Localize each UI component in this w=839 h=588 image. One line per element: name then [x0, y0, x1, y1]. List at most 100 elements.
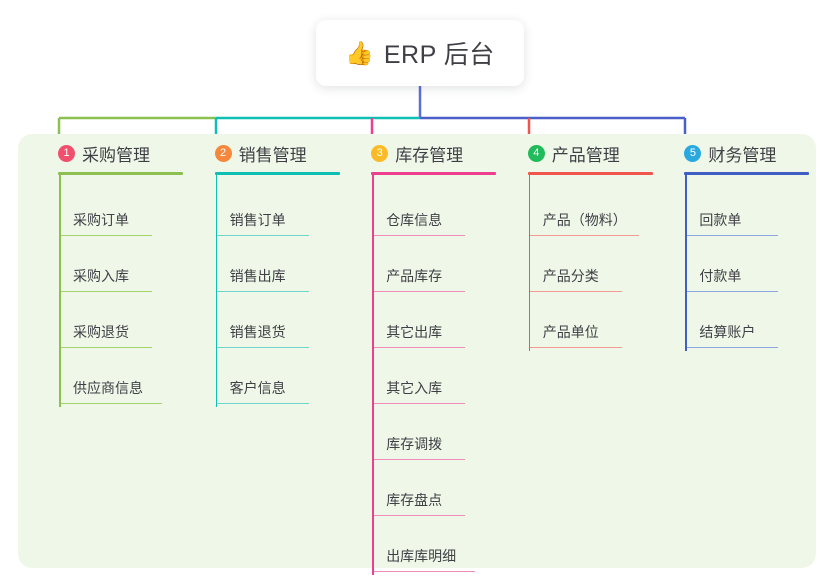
branch-item-underline	[372, 346, 466, 348]
branch-header-3[interactable]: 3 库存管理	[353, 134, 503, 172]
branch-spine	[372, 175, 374, 575]
branch-header-underline	[371, 172, 497, 175]
branch-item[interactable]: 采购入库	[40, 240, 190, 296]
branch-item[interactable]: 销售退货	[197, 296, 347, 352]
branch-columns: 1 采购管理采购订单采购入库采购退货供应商信息 2 销售管理销售订单销售出库销售退货客…	[18, 134, 816, 575]
page-title: ERP 后台	[383, 41, 495, 69]
branch-item-underline	[59, 234, 152, 236]
branch-item-underline	[59, 290, 152, 292]
branch-item[interactable]: 结算账户	[666, 296, 816, 352]
branch-item-list: 产品（物料） 产品分类产品单位	[510, 172, 660, 352]
branch-title: 产品管理	[551, 145, 620, 165]
branch-item[interactable]: 库存盘点	[353, 464, 503, 520]
branch-item-label: 产品单位	[542, 324, 599, 340]
branch-item[interactable]: 其它出库	[353, 296, 503, 352]
branch-item[interactable]: 客户信息	[197, 352, 347, 408]
branch-column-5: 5 财务管理回款单付款单结算账户	[666, 134, 816, 568]
branch-item-label: 库存调拨	[386, 436, 443, 452]
branch-item-label: 付款单	[699, 268, 742, 284]
branch-item-list: 仓库信息产品库存其它出库其它入库库存调拨库存盘点出库库明细	[353, 172, 503, 576]
branch-item[interactable]: 其它入库	[353, 352, 503, 408]
branch-item[interactable]: 采购退货	[40, 296, 190, 352]
branch-item[interactable]: 产品库存	[353, 240, 503, 296]
branch-item-underline	[685, 346, 779, 348]
branch-item-underline	[59, 402, 162, 404]
branch-item-underline	[372, 234, 466, 236]
branch-item[interactable]: 产品（物料）	[510, 184, 660, 240]
branch-item[interactable]: 采购订单	[40, 184, 190, 240]
branch-item-underline	[528, 346, 622, 348]
branch-header-2[interactable]: 2 销售管理	[197, 134, 347, 172]
branch-item[interactable]: 回款单	[666, 184, 816, 240]
branch-title: 销售管理	[238, 145, 307, 165]
branch-item-underline	[215, 234, 309, 236]
branch-item-label: 库存盘点	[386, 492, 443, 508]
branch-title: 采购管理	[82, 145, 150, 165]
branch-item[interactable]: 仓库信息	[353, 184, 503, 240]
branch-item-list: 回款单付款单结算账户	[666, 172, 816, 352]
branch-item-underline	[372, 458, 466, 460]
branch-item-underline	[59, 346, 152, 348]
branch-item-underline	[528, 290, 622, 292]
branch-item-label: 采购退货	[73, 324, 129, 340]
branch-item-underline	[372, 514, 466, 516]
branch-item-underline	[372, 570, 476, 572]
branch-title: 财务管理	[708, 145, 777, 165]
branch-item[interactable]: 付款单	[666, 240, 816, 296]
branch-item-label: 销售订单	[229, 212, 286, 228]
branch-column-1: 1 采购管理采购订单采购入库采购退货供应商信息	[40, 134, 190, 568]
branch-number-badge: 1	[58, 144, 75, 162]
branch-item-label: 采购入库	[73, 268, 129, 284]
branch-item-label: 其它出库	[386, 324, 443, 340]
thumbs-up-icon: 👍	[345, 39, 374, 66]
branch-item-underline	[215, 346, 309, 348]
branch-number-badge: 5	[684, 144, 702, 162]
branch-item-label: 客户信息	[229, 380, 286, 396]
branch-header-underline	[58, 172, 183, 175]
branch-item-list: 销售订单销售出库销售退货客户信息	[197, 172, 347, 408]
branch-item[interactable]: 库存调拨	[353, 408, 503, 464]
branch-header-underline	[214, 172, 340, 175]
branch-item[interactable]: 供应商信息	[40, 352, 190, 408]
branch-item-label: 销售出库	[229, 268, 286, 284]
branch-item-underline	[372, 290, 466, 292]
branch-item-underline	[215, 290, 309, 292]
branch-item-underline	[685, 234, 779, 236]
branch-item[interactable]: 销售出库	[197, 240, 347, 296]
branch-number-badge: 2	[214, 144, 232, 162]
branch-spine	[59, 175, 61, 407]
branch-title: 库存管理	[395, 145, 464, 165]
root-node-content: 👍 ERP 后台	[345, 35, 495, 71]
branch-item-label: 采购订单	[73, 212, 129, 228]
branch-item-underline	[685, 290, 779, 292]
branch-spine	[685, 175, 687, 351]
branch-column-2: 2 销售管理销售订单销售出库销售退货客户信息	[197, 134, 347, 568]
branch-item-list: 采购订单采购入库采购退货供应商信息	[40, 172, 190, 408]
branch-item-label: 产品分类	[542, 268, 599, 284]
branch-item-label: 结算账户	[699, 324, 756, 340]
branch-item-label: 仓库信息	[386, 212, 443, 228]
branch-item-label: 产品库存	[386, 268, 443, 284]
root-node[interactable]: 👍 ERP 后台	[316, 20, 524, 86]
branch-item-label: 供应商信息	[73, 380, 143, 396]
branch-header-1[interactable]: 1 采购管理	[40, 134, 190, 172]
branch-item[interactable]: 出库库明细	[353, 520, 503, 576]
branch-header-5[interactable]: 5 财务管理	[666, 134, 816, 172]
branch-column-3: 3 库存管理仓库信息产品库存其它出库其它入库库存调拨库存盘点出库库明细	[353, 134, 503, 575]
branch-item-underline	[528, 234, 639, 236]
branch-item[interactable]: 产品分类	[510, 240, 660, 296]
branch-item[interactable]: 销售订单	[197, 184, 347, 240]
diagram-panel	[18, 134, 816, 568]
branch-number-badge: 3	[371, 144, 389, 162]
branch-spine	[215, 175, 218, 407]
branch-item-label: 销售退货	[229, 324, 286, 340]
branch-item-underline	[215, 402, 309, 404]
branch-header-underline	[684, 172, 810, 175]
branch-item[interactable]: 产品单位	[510, 296, 660, 352]
branch-spine	[528, 175, 531, 351]
branch-item-label: 出库库明细	[386, 548, 457, 564]
branch-item-label: 其它入库	[386, 380, 443, 396]
